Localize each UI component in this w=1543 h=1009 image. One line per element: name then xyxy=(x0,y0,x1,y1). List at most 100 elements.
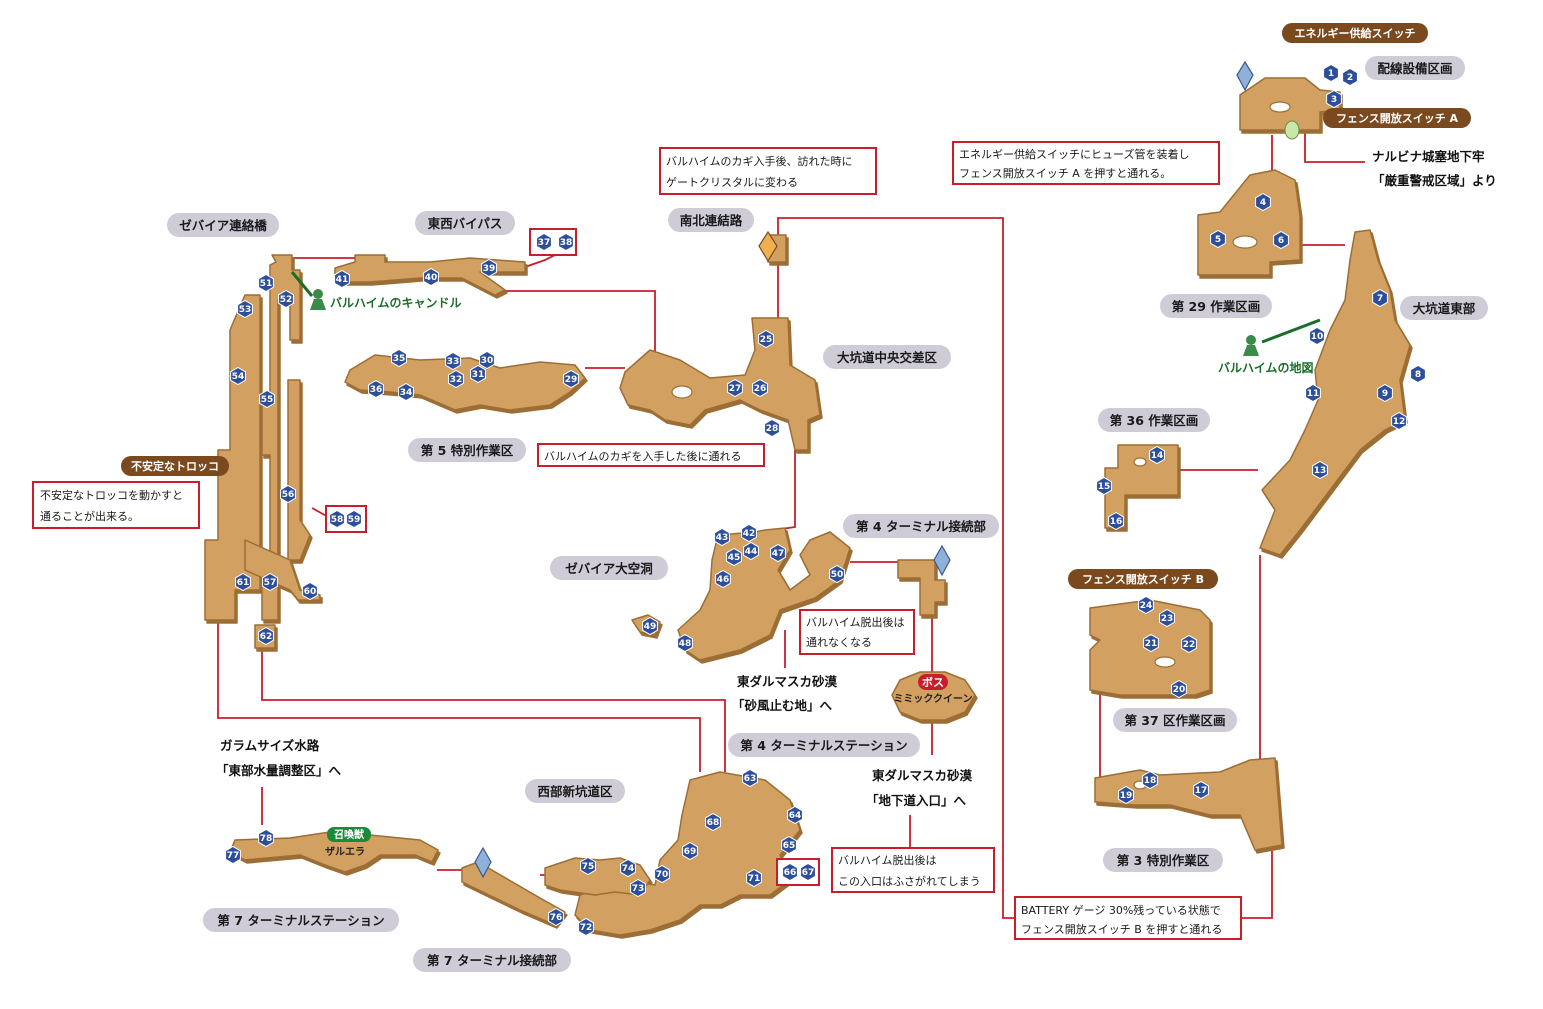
svg-text:召喚獣: 召喚獣 xyxy=(334,828,365,841)
tag-fence-a: フェンス開放スイッチ A xyxy=(1323,108,1471,128)
treasure-number: 38 xyxy=(560,238,573,248)
treasure-hex-icon xyxy=(580,856,596,876)
floor-details xyxy=(671,101,1291,790)
area-tokubetsu5 xyxy=(344,354,586,411)
treasure-hex-icon xyxy=(391,348,407,368)
treasure-number: 39 xyxy=(483,264,496,274)
note-torokko: 不安定なトロッコを動かすと 通ることが出来る。 xyxy=(32,481,200,529)
label-daikodo-east: 大坑道東部 xyxy=(1400,296,1488,320)
route-37-3 xyxy=(1095,689,1101,780)
treasure-marker-64: 64 xyxy=(787,805,803,825)
label-seibu: 西部新坑道区 xyxy=(525,779,625,803)
svg-text:エネルギー供給スイッチ: エネルギー供給スイッチ xyxy=(1295,26,1416,40)
treasure-hex-icon xyxy=(225,845,241,865)
exit-garamsythe-2: 「東部水量調整区」へ xyxy=(216,763,342,778)
treasure-marker-68: 68 xyxy=(705,812,721,832)
treasure-hex-icon xyxy=(642,616,658,636)
treasure-number: 20 xyxy=(1173,685,1186,695)
treasure-marker-18: 18 xyxy=(1142,770,1158,790)
center-hole xyxy=(671,385,693,399)
svg-text:この入口はふさがれてしまう: この入口はふさがれてしまう xyxy=(838,874,981,888)
svg-text:大坑道東部: 大坑道東部 xyxy=(1413,301,1476,316)
treasure-number: 64 xyxy=(789,811,802,821)
treasure-hex-icon xyxy=(1138,595,1154,615)
svg-text:不安定なトロッコを動かすと: 不安定なトロッコを動かすと xyxy=(40,488,183,502)
treasure-number: 30 xyxy=(481,356,494,366)
treasure-marker-73: 73 xyxy=(630,878,646,898)
svg-text:BATTERY ゲージ 30%残っている状態で: BATTERY ゲージ 30%残っている状態で xyxy=(1021,903,1221,917)
svg-text:第 37 区作業区画: 第 37 区作業区画 xyxy=(1124,713,1225,728)
treasure-marker-57: 57 xyxy=(262,572,278,592)
route-bridge-seibu xyxy=(217,622,701,772)
treasure-number: 65 xyxy=(783,841,796,851)
svg-text:バルハイムのキャンドル: バルハイムのキャンドル xyxy=(330,296,462,310)
svg-text:バルハイムのカギ入手後、訪れた時に: バルハイムのカギ入手後、訪れた時に xyxy=(666,154,853,168)
treasure-number: 75 xyxy=(582,862,595,872)
treasure-number: 45 xyxy=(728,553,741,563)
treasure-hex-icon xyxy=(258,828,274,848)
treasure-number: 6 xyxy=(1278,236,1284,246)
svg-text:第 5 特別作業区: 第 5 特別作業区 xyxy=(421,443,514,458)
treasure-marker-78: 78 xyxy=(258,828,274,848)
label-daikodo-center: 大坑道中央交差区 xyxy=(823,345,951,369)
treasure-number: 28 xyxy=(766,424,779,434)
area-labels: ゼバイア連絡橋 東西バイパス 南北連結路 大坑道中央交差区 第 5 特別作業区 … xyxy=(167,56,1488,972)
treasure-number: 32 xyxy=(450,375,463,385)
fuse-icon xyxy=(1284,120,1300,140)
treasure-marker-67: 67 xyxy=(800,862,816,882)
label-tozai-bypass: 東西バイパス xyxy=(415,211,515,235)
treasure-number: 17 xyxy=(1195,786,1208,796)
treasure-hex-icon xyxy=(558,232,574,252)
treasure-hex-icon xyxy=(262,572,278,592)
svg-text:フェンス開放スイッチ A: フェンス開放スイッチ A xyxy=(1336,111,1459,125)
treasure-marker-24: 24 xyxy=(1138,595,1154,615)
svg-text:第 29 作業区画: 第 29 作業区画 xyxy=(1172,299,1261,314)
treasure-hex-icon xyxy=(1149,445,1165,465)
label-nanboku: 南北連結路 xyxy=(668,208,754,232)
svg-text:バルハイム脱出後は: バルハイム脱出後は xyxy=(806,615,905,629)
exit-nalbina-1: ナルビナ城塞地下牢 xyxy=(1372,149,1485,164)
svg-text:南北連結路: 南北連結路 xyxy=(680,213,743,228)
exit-nalbina-2: 「厳重警戒区域」より xyxy=(1372,173,1497,188)
treasure-marker-56: 56 xyxy=(280,484,296,504)
svg-text:ゼバイア大空洞: ゼバイア大空洞 xyxy=(565,561,653,576)
treasure-number: 29 xyxy=(565,375,578,385)
treasure-number: 46 xyxy=(717,575,730,585)
treasure-number: 63 xyxy=(744,774,757,784)
treasure-number: 57 xyxy=(264,578,277,588)
treasure-marker-38: 38 xyxy=(558,232,574,252)
treasure-number: 15 xyxy=(1098,482,1111,492)
svg-text:第 4 ターミナル接続部: 第 4 ターミナル接続部 xyxy=(856,519,986,534)
svg-text:バルハイムの地図: バルハイムの地図 xyxy=(1218,360,1314,375)
treasure-hex-icon xyxy=(1193,780,1209,800)
treasure-number: 24 xyxy=(1140,601,1153,611)
sagyo37-hole xyxy=(1154,656,1176,668)
treasure-number: 23 xyxy=(1161,614,1174,624)
tag-summon: 召喚獣 ザルエラ xyxy=(325,827,371,858)
svg-text:フェンス開放スイッチ A を押すと通れる。: フェンス開放スイッチ A を押すと通れる。 xyxy=(959,166,1171,180)
svg-text:バルハイム脱出後は: バルハイム脱出後は xyxy=(838,853,937,867)
treasure-hex-icon xyxy=(1118,785,1134,805)
exit-dalmasca-under-1: 東ダルマスカ砂漠 xyxy=(872,768,973,783)
treasure-number: 71 xyxy=(748,874,761,884)
treasure-marker-39: 39 xyxy=(481,258,497,278)
treasure-marker-77: 77 xyxy=(225,845,241,865)
treasure-hex-icon xyxy=(479,350,495,370)
label-terminal4-conn: 第 4 ターミナル接続部 xyxy=(843,514,999,538)
treasure-hex-icon xyxy=(781,835,797,855)
treasure-number: 67 xyxy=(802,868,815,878)
treasure-hex-icon xyxy=(1210,229,1226,249)
treasure-hex-icon xyxy=(752,378,768,398)
treasure-marker-50: 50 xyxy=(829,564,845,584)
treasure-number: 47 xyxy=(772,549,785,559)
save-crystal-icon xyxy=(1236,60,1254,92)
treasure-hex-icon xyxy=(1391,411,1407,431)
treasure-number: 13 xyxy=(1314,466,1327,476)
switch-tags: エネルギー供給スイッチ フェンス開放スイッチ A フェンス開放スイッチ B 不安… xyxy=(121,23,1471,858)
note-key-pass: バルハイムのカギを入手した後に通れる xyxy=(537,443,765,467)
treasure-hex-icon xyxy=(770,543,786,563)
treasure-hex-icon xyxy=(1273,230,1289,250)
treasure-marker-72: 72 xyxy=(578,917,594,937)
treasure-hex-icon xyxy=(782,862,798,882)
label-sagyo37: 第 37 区作業区画 xyxy=(1113,708,1237,732)
